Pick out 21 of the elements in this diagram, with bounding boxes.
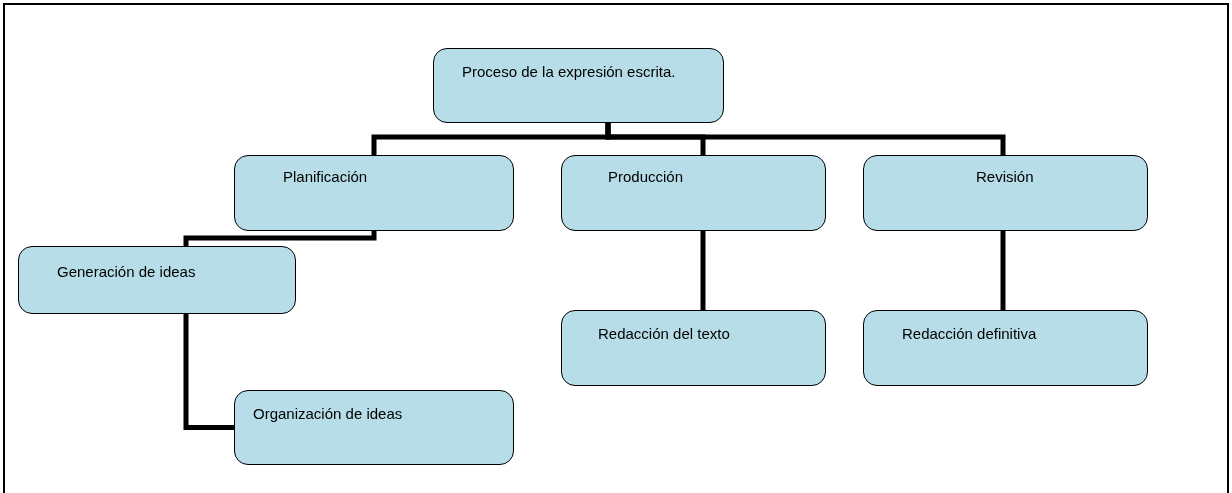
process-box	[234, 390, 514, 465]
box-label: Proceso de la expresión escrita.	[462, 63, 676, 82]
connector-line	[700, 231, 706, 310]
connector-line	[605, 123, 1006, 155]
process-box	[561, 310, 826, 386]
process-box	[234, 155, 514, 231]
box-label: Redacción definitiva	[902, 325, 1037, 344]
process-box	[433, 48, 724, 123]
process-box	[561, 155, 826, 231]
connector-line	[183, 231, 377, 246]
process-box	[863, 310, 1148, 386]
box-label: Planificación	[283, 168, 368, 187]
box-label: Generación de ideas	[57, 263, 196, 282]
process-box	[863, 155, 1148, 231]
connector-line	[183, 314, 234, 430]
box-label: Revisión	[976, 168, 1034, 187]
box-label: Redacción del texto	[598, 325, 730, 344]
box-label: Organización de ideas	[253, 405, 403, 424]
connector-line	[1000, 231, 1006, 310]
process-box	[18, 246, 296, 314]
box-label: Producción	[608, 168, 684, 187]
